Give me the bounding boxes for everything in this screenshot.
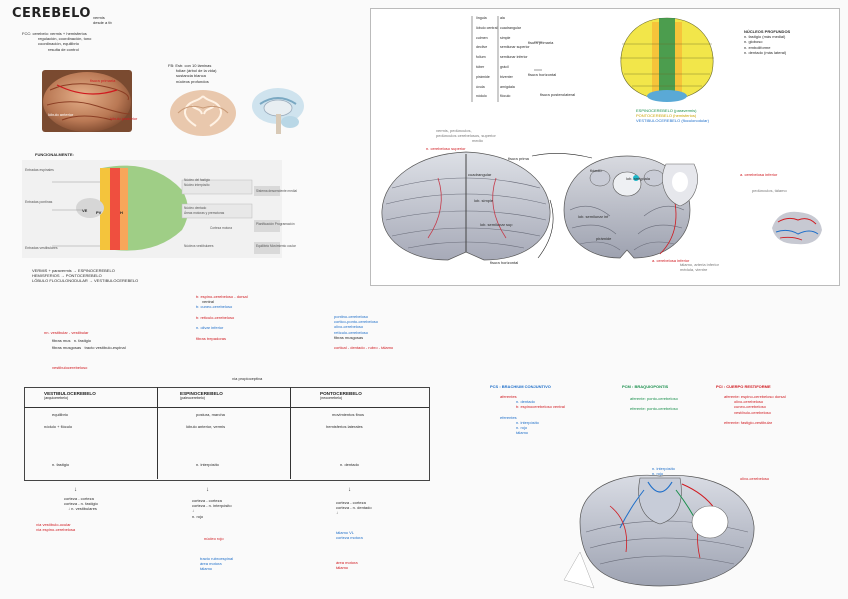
- pons-section: [662, 163, 698, 207]
- func-left-1: Entradas pontinas: [25, 200, 53, 204]
- color-legend: ESPINOCEREBELO (paravermis) PONTOCEREBEL…: [636, 108, 709, 124]
- col1-red: vestibulocerebeloso: [52, 365, 88, 370]
- annot-semilunar-inf: lob. semilunar inf: [578, 214, 609, 219]
- annot-fisura-prima: fisura prima: [508, 156, 529, 161]
- annot-amigdala: lob. amígdala: [626, 176, 651, 181]
- page-title: CEREBELO: [12, 6, 91, 21]
- col1-note-0: nn. vestibular - vestibular: [44, 330, 89, 335]
- annot-lob-simple: lob. simple: [474, 198, 494, 203]
- annot-red-superior: n. cerebeloso superior: [426, 146, 466, 151]
- arrow-down-3: ↓: [348, 487, 351, 493]
- intro-notes: FCC: cerebelo: vermis + hemisferios regu…: [22, 31, 92, 52]
- photo1-label-1: lóbulo anterior: [48, 112, 74, 117]
- td-1-3: movimientos finos: [332, 412, 365, 417]
- annot-floculo: flóculo: [590, 168, 602, 173]
- func-zone-pv: PV: [96, 210, 102, 215]
- comparison-table: [24, 387, 430, 481]
- func-right-8: Núcleos vestibulares: [184, 244, 214, 248]
- td-3-2: n. interpósito: [196, 462, 219, 467]
- annot-fisura-horizontal: fisura horizontal: [490, 260, 519, 265]
- col1-note-1: fibras mus n. fastigio: [52, 338, 91, 343]
- photo1-label-0: fisura primaria: [90, 78, 116, 83]
- col3-notes: pontino-cerebeloso cortico-ponto-cerebel…: [334, 314, 394, 351]
- td-2-1: nódulo + flóculo: [44, 424, 73, 429]
- func-right-3: Sistema descendente medial: [256, 189, 297, 193]
- pci-list: aferente: espino-cerebeloso dorsal olivo…: [724, 394, 786, 426]
- cerebellum-small-section: [772, 211, 822, 245]
- brain-sagittal-illustration: [252, 88, 304, 134]
- td-1-2: postura, marcha: [196, 412, 225, 417]
- func-left-2: Entradas vestibulares: [25, 246, 58, 250]
- th-pontocerebelo: PONTOCEREBELO(neocerebelo): [320, 391, 362, 401]
- col2-sub: vía propioceptiva: [232, 376, 263, 381]
- func-mid-0: Corteza motora: [210, 226, 232, 230]
- func-right-9: Equilibrio Movimiento ocular: [256, 244, 296, 248]
- pcm-title: PCM : BRAQUIOPONTIS: [622, 384, 669, 389]
- photo2-notes: FB: Estr. con 10 láminas foliae (árbol d…: [168, 63, 217, 84]
- th-espinocerebelo: ESPINOCEREBELO(paleocerebelo): [180, 391, 223, 401]
- col1-note-2: fibras musgosas tracto vestíbulo-espinal: [52, 345, 126, 350]
- func-zone-ve: VE: [82, 208, 88, 213]
- label-fisura-primaria: fisura primaria: [528, 40, 554, 45]
- label-fisura-posterolateral: fisura posterolateral: [540, 92, 576, 97]
- annot-right-gray: pedúnculos, tálamo: [752, 188, 787, 193]
- td-2-2: lóbulo anterior, vermis: [186, 424, 226, 429]
- annot-cuadrangular: cuadrangular: [468, 172, 492, 177]
- annot-right-red: a. cerebelosa inferior: [740, 172, 778, 177]
- pcm-list: aferente: ponto-cerebeloso eferente: pon…: [630, 396, 678, 412]
- photo1-label-2: lóbulo posterior: [110, 116, 138, 121]
- cerebellum-flat-map: [620, 17, 714, 102]
- func-zone-h: H: [120, 210, 123, 215]
- func-title: FUNCIONALMENTE:: [35, 152, 74, 157]
- th-vestibulocerebelo: VESTIBULOCEREBELO(arquicerebelo): [44, 391, 96, 401]
- annot-piramide: pirámide: [596, 236, 612, 241]
- cerebellum-photo-section: [170, 90, 236, 136]
- equivalences: VERMIS + paravermis → ESPINOCEREBELO HEM…: [32, 268, 139, 284]
- label-fisura-horizontal: fisura horizontal: [528, 72, 557, 77]
- arrow-down-1: ↓: [74, 487, 77, 493]
- annot-arrows-superior: [531, 153, 593, 259]
- cerebellum-inferior-view: [563, 155, 691, 259]
- lobes-brackets: [471, 16, 542, 102]
- annot-bottom-red: a. cerebelosa inferior: [652, 258, 690, 263]
- td-2-3: hemisferios laterales: [326, 424, 363, 429]
- annot-semilunar-sup: lob. semilunar sup: [480, 222, 513, 227]
- cerebellum-photo-lateral: [42, 70, 132, 132]
- pcs-title: PCS : BRACHIUM CONJUNTIVO: [490, 384, 551, 389]
- cerebellar-peduncles-illustration: [563, 474, 755, 589]
- col2-notes: tr. espino-cerebeloso - dorsal ventral t…: [196, 294, 248, 341]
- func-right-6: Planificación Programación: [256, 222, 295, 226]
- td-3-1: n. fastigio: [52, 462, 70, 467]
- annot-top: vermis, pedúnculos,pedúnculos cerebeloso…: [436, 128, 496, 144]
- nuclei-box: NÚCLEOS PROFUNDOS n. fastigio (más media…: [744, 29, 791, 55]
- functional-diagram: [22, 160, 282, 258]
- bottom-col2-red: núcleo rojo: [204, 536, 224, 541]
- td-1-1: equilibrio: [52, 412, 69, 417]
- arrow-down-2: ↓: [206, 487, 209, 493]
- peduncle-annot-red: olivo-cerebeloso: [740, 476, 770, 481]
- cerebellum-superior-view: [381, 151, 551, 261]
- func-left-0: Entradas espinales: [25, 168, 54, 172]
- td-3-3: n. dentado: [340, 462, 359, 467]
- pci-title: PCI : CUERPO RESTIFORME: [716, 384, 771, 389]
- pcs-list: aferentes n. dentado tr. espinocerebelos…: [500, 394, 565, 436]
